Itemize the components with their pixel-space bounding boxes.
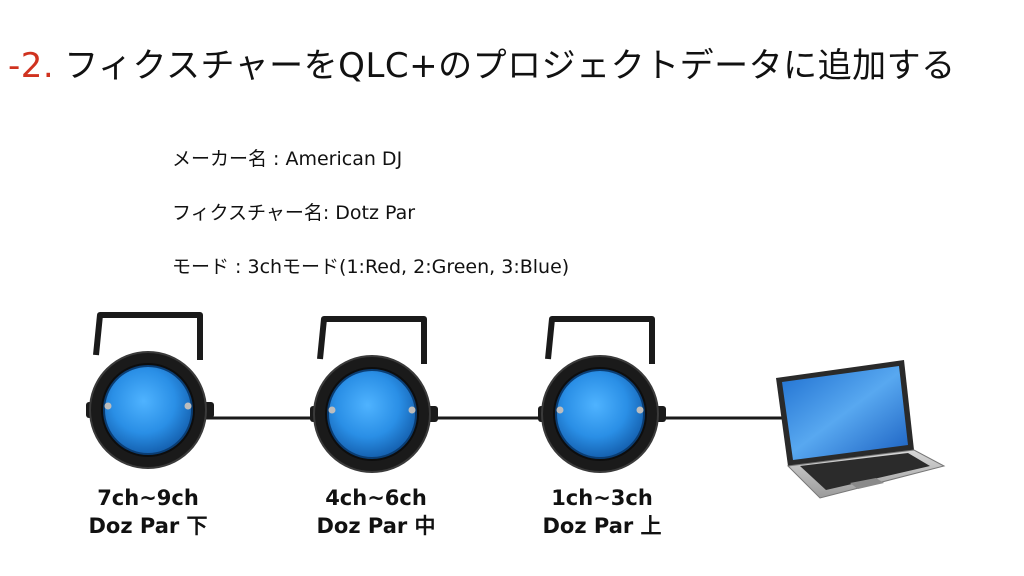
fixture-label-3: 1ch~3ch Doz Par 上 — [502, 484, 702, 540]
fixture-channels: 1ch~3ch — [551, 486, 653, 510]
fixture-channels: 7ch~9ch — [97, 486, 199, 510]
page-title: -2.フィクスチャーをQLC+のプロジェクトデータに追加する — [8, 38, 956, 87]
maker-info: メーカー名 : American DJ — [172, 148, 403, 170]
par-light-icon — [86, 315, 214, 468]
fixture-name: Doz Par 中 — [316, 514, 436, 538]
laptop-icon — [776, 360, 946, 499]
fixture-label-2: 4ch~6ch Doz Par 中 — [276, 484, 476, 540]
fixture-info: フィクスチャー名: Dotz Par — [172, 202, 416, 224]
fixture-label-1: 7ch~9ch Doz Par 下 — [48, 484, 248, 540]
par-light-icon — [538, 319, 666, 472]
fixture-channels: 4ch~6ch — [325, 486, 427, 510]
fixture-name: Doz Par 下 — [88, 514, 208, 538]
fixture-name: Doz Par 上 — [542, 514, 662, 538]
title-number: -2. — [8, 46, 55, 86]
mode-info: モード : 3chモード(1:Red, 2:Green, 3:Blue) — [172, 256, 570, 278]
title-text: フィクスチャーをQLC+のプロジェクトデータに追加する — [64, 46, 956, 86]
par-light-icon — [310, 319, 438, 472]
